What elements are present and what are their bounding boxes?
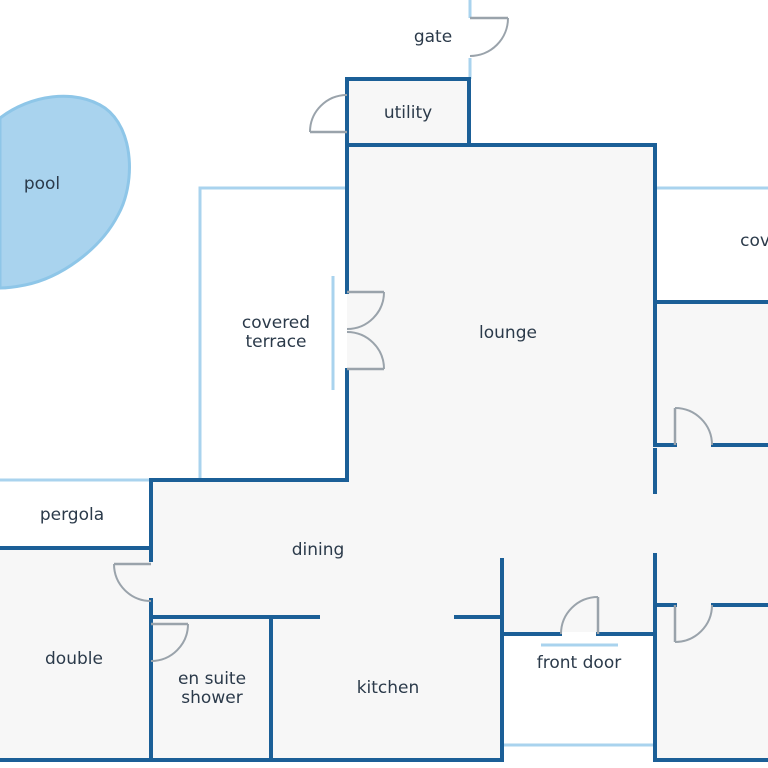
right-lower-door[interactable] xyxy=(673,604,713,643)
en-suite-label-1: en suite xyxy=(178,669,246,689)
utility-door[interactable] xyxy=(309,94,348,134)
double-room xyxy=(0,548,151,760)
gate-door[interactable] xyxy=(469,16,509,57)
front-door[interactable] xyxy=(560,596,600,635)
right-upper-door[interactable] xyxy=(673,407,713,446)
utility-label: utility xyxy=(384,103,432,123)
gate-label: gate xyxy=(414,27,452,47)
room-labels: gate utility pool cov covered terrace lo… xyxy=(24,27,768,708)
covered-right-label: cov xyxy=(740,231,768,251)
pool-label: pool xyxy=(24,174,60,194)
en-suite-door[interactable] xyxy=(150,622,189,662)
dining-label: dining xyxy=(292,540,345,560)
right-wing-rooms xyxy=(655,302,768,760)
covered-terrace-label-1: covered xyxy=(242,313,310,333)
en-suite-label-2: shower xyxy=(181,688,242,708)
utility-room xyxy=(347,79,469,145)
kitchen-label: kitchen xyxy=(357,678,420,698)
main-living-area xyxy=(151,145,655,760)
pergola-label: pergola xyxy=(40,505,104,525)
walls xyxy=(0,77,768,762)
room-fills xyxy=(0,79,768,760)
double-label: double xyxy=(45,649,103,669)
double-room-door[interactable] xyxy=(113,562,152,602)
pool-shape xyxy=(0,94,131,290)
covered-terrace-label-2: terrace xyxy=(245,332,306,352)
lounge-label: lounge xyxy=(479,323,537,343)
front-door-label: front door xyxy=(537,653,621,673)
terrace-double-door[interactable] xyxy=(346,290,385,371)
outdoor-outlines xyxy=(0,0,768,747)
doors xyxy=(113,16,713,662)
